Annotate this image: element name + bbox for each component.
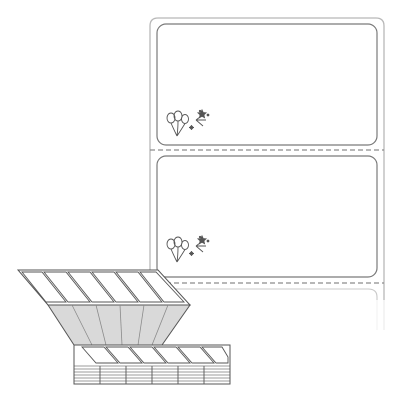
fanfold-stack-front bbox=[73, 344, 231, 385]
fireworks-icon bbox=[189, 234, 210, 256]
fanfold-top-sheet bbox=[16, 269, 192, 306]
balloons-icon bbox=[166, 236, 189, 263]
balloons-icon bbox=[166, 110, 189, 137]
fanfold-fold-divisions bbox=[71, 304, 169, 346]
fanfold-stack bbox=[16, 269, 231, 385]
fireworks-icon bbox=[189, 108, 210, 130]
label-2 bbox=[156, 155, 378, 278]
label-liner-strip bbox=[145, 17, 390, 345]
label-1 bbox=[156, 23, 378, 146]
label-2-graphics bbox=[166, 234, 210, 263]
liner-outline bbox=[149, 17, 385, 330]
label-1-graphics bbox=[166, 108, 210, 137]
